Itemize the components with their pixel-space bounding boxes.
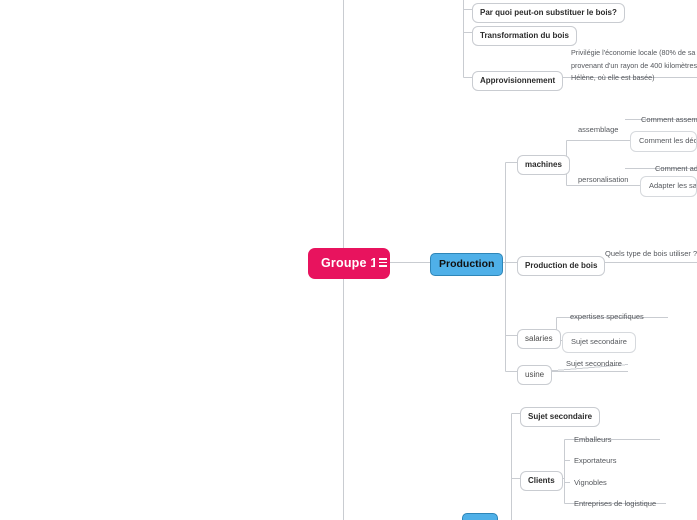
node-label: Approvisionnement (480, 76, 556, 85)
node-approvisionnement[interactable]: Approvisionnement (472, 71, 564, 91)
node-label: Par quoi peut-on substituer le bois? (480, 8, 617, 17)
node-sujet-secondaire-bottom[interactable]: Sujet secondaire (520, 407, 601, 427)
node-comment-les-decouper[interactable]: Comment les déco (630, 131, 697, 153)
node-label: Sujet secondaire (528, 412, 593, 421)
note-approvisionnement-economie-locale: Privilégie l'économie locale (80% de sa … (571, 48, 697, 83)
node-production-de-bois[interactable]: Production de bois (517, 256, 606, 276)
node-par-quoi-substituer-bois[interactable]: Par quoi peut-on substituer le bois? (472, 3, 625, 23)
node-clients[interactable]: Clients (520, 471, 563, 491)
node-production[interactable]: Production (430, 253, 504, 277)
node-vignobles[interactable]: Vignobles (574, 478, 607, 487)
node-salaries[interactable]: salaries (517, 329, 561, 349)
node-production-label: Production (439, 258, 495, 270)
node-entreprises-de-logistique[interactable]: Entreprises de logistique (574, 499, 657, 508)
node-label: salaries (525, 334, 553, 343)
hamburger-menu-icon[interactable] (375, 255, 390, 270)
node-quels-type-de-bois-utiliser[interactable]: Quels type de bois utiliser ? (605, 250, 697, 258)
node-label: Clients (528, 476, 555, 485)
node-label: Production de bois (525, 261, 598, 270)
node-label: Transformation du bois (480, 31, 569, 40)
hamburger-line (378, 258, 387, 260)
node-assemblage[interactable]: assemblage (578, 125, 619, 134)
node-expertises-specifiques[interactable]: expertises specifiques (570, 312, 644, 321)
node-label: usine (525, 370, 545, 379)
node-label: machines (525, 160, 562, 169)
node-blue-clipped-bottom[interactable] (462, 513, 498, 520)
node-transformation-du-bois[interactable]: Transformation du bois (472, 26, 577, 46)
node-sujet-secondaire-salaries[interactable]: Sujet secondaire (562, 332, 636, 354)
node-comment-adapter[interactable]: Comment adap (655, 165, 697, 173)
node-emballeurs[interactable]: Emballeurs (574, 435, 612, 444)
hamburger-line (378, 261, 387, 264)
root-node-label: Groupe 1 (321, 256, 378, 270)
hamburger-line (378, 265, 387, 267)
node-usine[interactable]: usine (517, 365, 553, 385)
node-adapter-les-salles[interactable]: Adapter les sal (640, 176, 697, 198)
node-comment-assembler[interactable]: Comment assembl (641, 116, 697, 124)
node-exportateurs[interactable]: Exportateurs (574, 456, 617, 465)
node-personalisation[interactable]: personalisation (578, 175, 629, 184)
node-sujet-secondaire-usine[interactable]: Sujet secondaire (566, 359, 622, 368)
node-machines[interactable]: machines (517, 155, 570, 175)
